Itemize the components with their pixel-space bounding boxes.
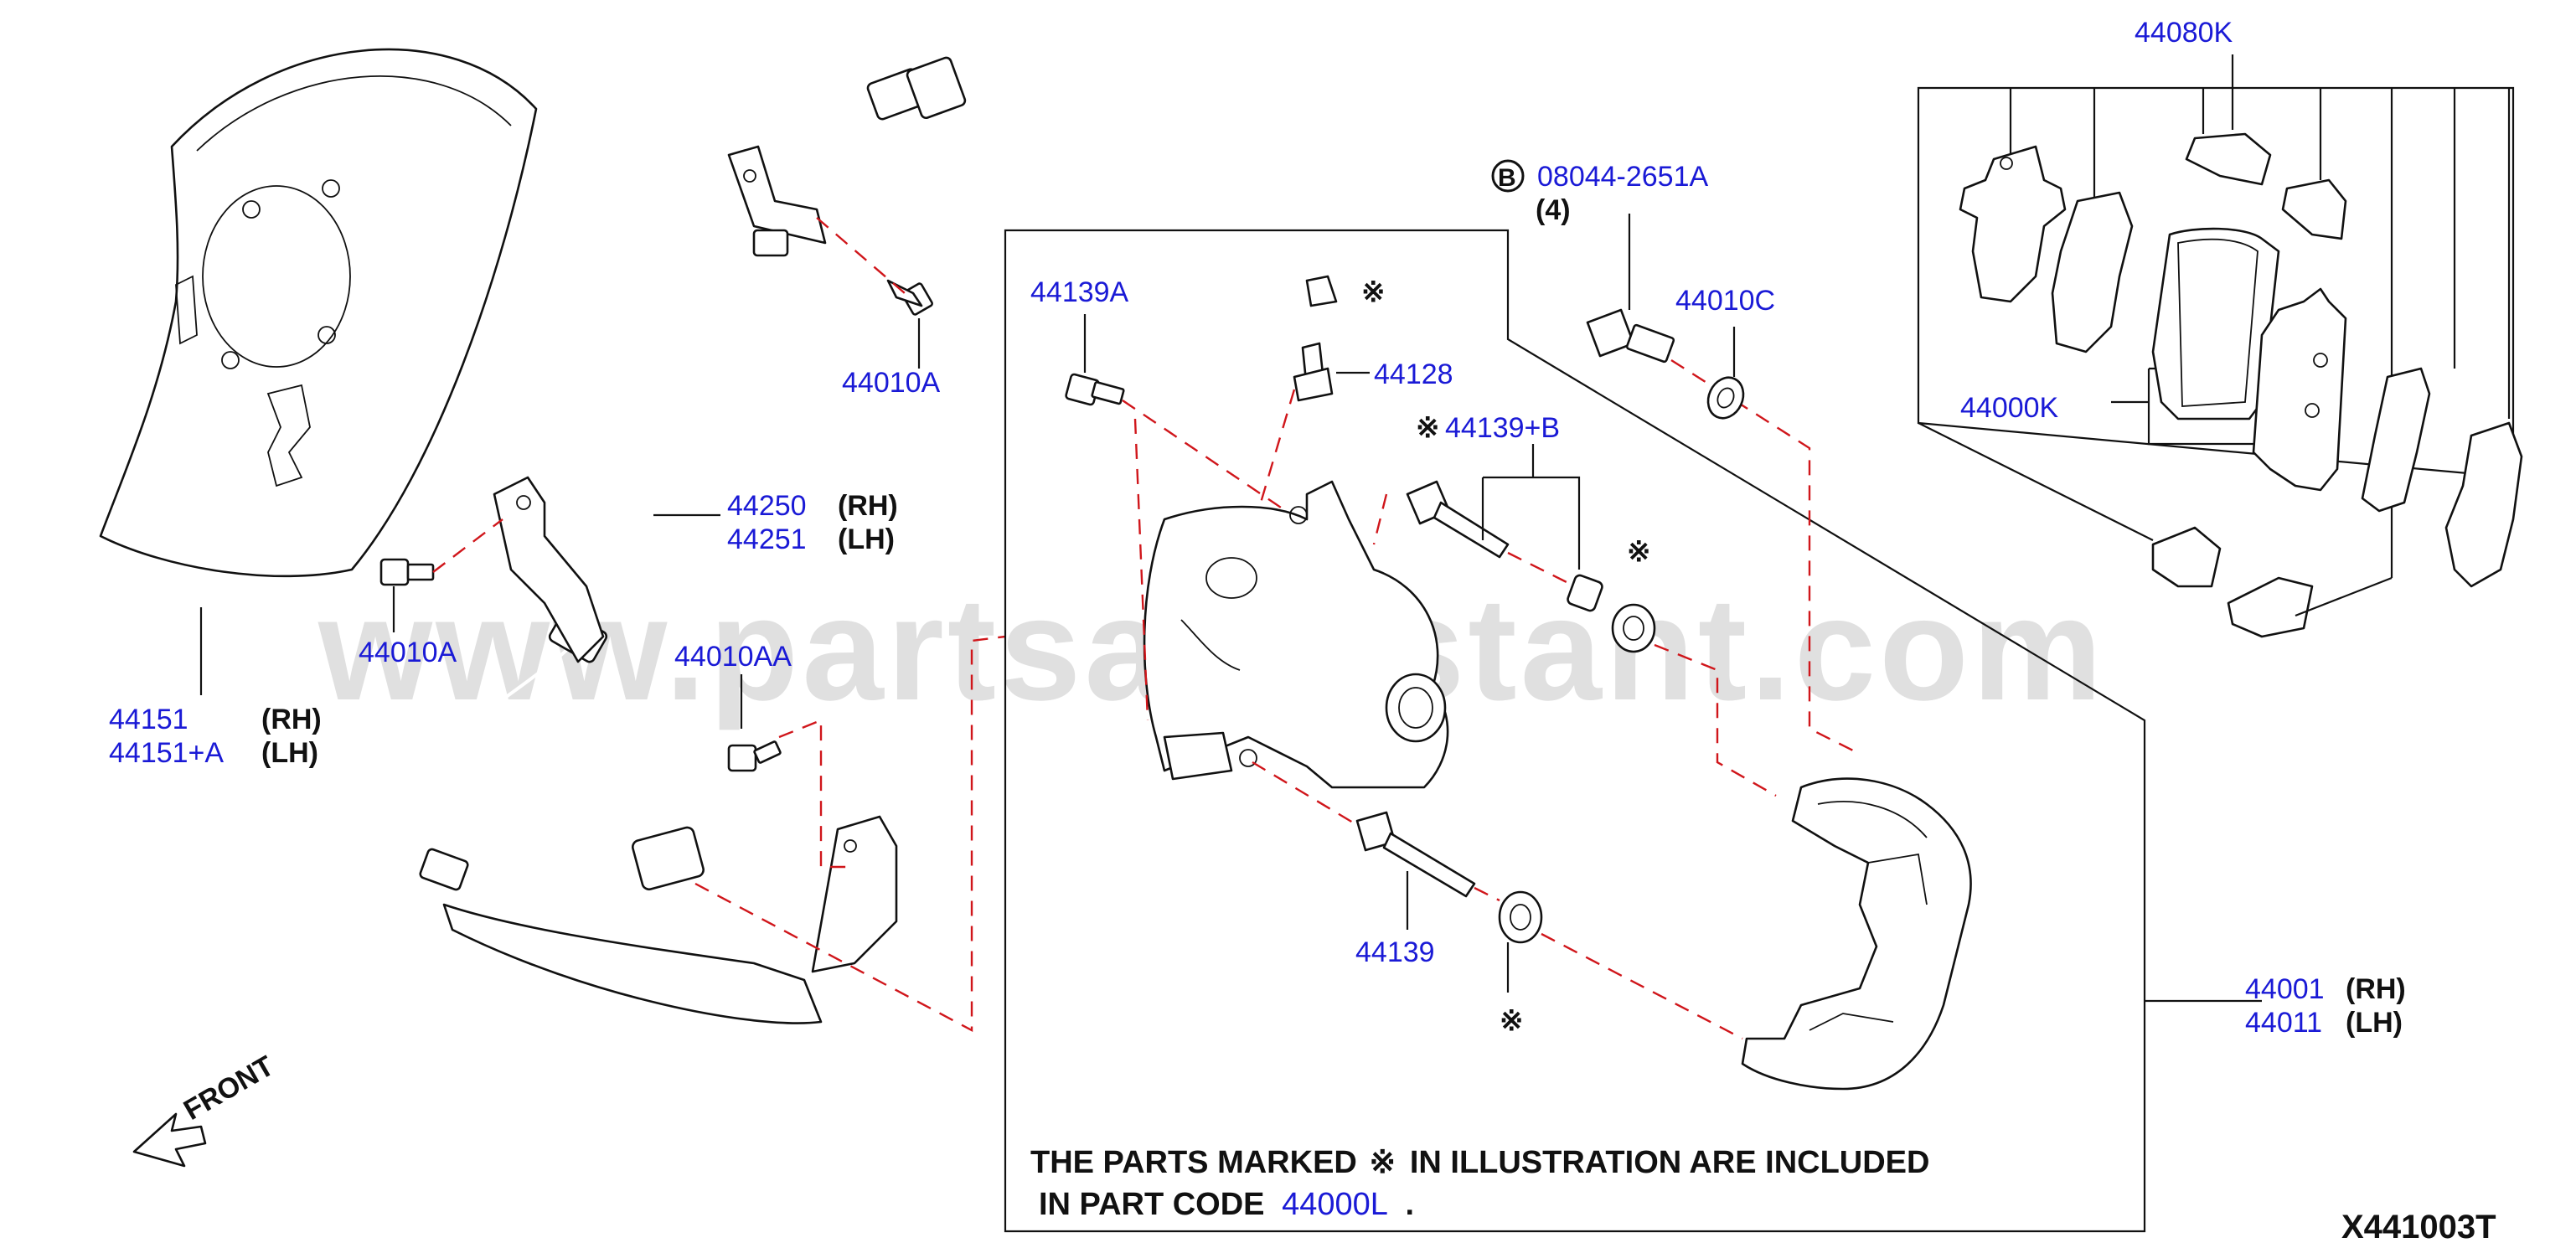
- svg-text:(LH): (LH): [2346, 1007, 2403, 1039]
- shim-inner-left-part[interactable]: [2051, 191, 2134, 353]
- pad-clip-lower-right-part[interactable]: [2227, 576, 2314, 638]
- label-44151-rh[interactable]: 44151 (RH): [109, 704, 322, 735]
- label-08044-qty: (4): [1536, 194, 1571, 226]
- label-44010a-top[interactable]: 44010A: [842, 367, 941, 399]
- label-44000k[interactable]: 44000K: [1960, 392, 2059, 424]
- svg-text:44250: 44250: [727, 490, 807, 522]
- svg-text:44001: 44001: [2245, 973, 2325, 1005]
- brake-pad-outer-part[interactable]: [2151, 227, 2280, 420]
- front-arrow-icon: [132, 1112, 207, 1168]
- guide-pin-44139-part[interactable]: [1355, 811, 1476, 898]
- label-44010a-left[interactable]: 44010A: [359, 637, 457, 668]
- washer-44010c-part[interactable]: [1701, 372, 1749, 424]
- mark-symbol-bushing-upper: ※: [1627, 536, 1651, 568]
- diagram-code: X441003T: [2341, 1209, 2496, 1243]
- label-44139[interactable]: 44139: [1355, 936, 1435, 968]
- label-44250-rh[interactable]: 44250 (RH): [727, 490, 898, 522]
- svg-text:44139+B: 44139+B: [1445, 412, 1560, 444]
- label-44139a[interactable]: 44139A: [1030, 276, 1129, 308]
- svg-text:(LH): (LH): [261, 737, 318, 769]
- svg-text:※: ※: [1416, 412, 1440, 444]
- svg-text:(RH): (RH): [2346, 973, 2406, 1005]
- label-44251-lh[interactable]: 44251 (LH): [727, 524, 895, 555]
- svg-text:44151+A: 44151+A: [109, 737, 224, 769]
- shim-outer-right-part[interactable]: [2361, 367, 2431, 513]
- svg-text:THE PARTS MARKED ※: THE PARTS MARKED ※ IN ILLUSTRATION ARE I…: [1030, 1145, 1929, 1180]
- front-label: FRONT: [178, 1050, 280, 1127]
- bleeder-cap-part[interactable]: [1305, 275, 1338, 307]
- bleeder-screw-part[interactable]: [1293, 342, 1334, 402]
- shim-inner-right-part[interactable]: [2444, 421, 2523, 588]
- mounting-bolt-08044-part[interactable]: [1586, 308, 1675, 364]
- caliper-body-part[interactable]: [1143, 480, 1449, 789]
- svg-text:44011: 44011: [2245, 1007, 2322, 1039]
- guide-bolt-44139a-part[interactable]: [1065, 373, 1125, 406]
- pad-clip-upper-left-part[interactable]: [2185, 132, 2272, 186]
- svg-text:08044-2651A: 08044-2651A: [1537, 161, 1709, 193]
- svg-text:(LH): (LH): [838, 524, 895, 555]
- bolt-44010a-left-part[interactable]: [379, 558, 435, 586]
- pin-bushing-upper-part[interactable]: [1611, 603, 1656, 653]
- bolt-badge-b: B: [1498, 164, 1516, 192]
- pin-boot-upper-part[interactable]: [1567, 574, 1603, 612]
- svg-text:44151: 44151: [109, 704, 188, 735]
- caliper-bracket-part[interactable]: [1741, 777, 1972, 1091]
- label-44001-rh[interactable]: 44001 (RH): [2245, 973, 2406, 1005]
- pad-clip-lower-left-part[interactable]: [2151, 526, 2222, 588]
- svg-text:(RH): (RH): [838, 490, 898, 522]
- dust-shield-part[interactable]: [99, 48, 538, 578]
- label-44151a-lh[interactable]: 44151+A (LH): [109, 737, 318, 769]
- label-08044-2651a[interactable]: B 08044-2651A: [1491, 159, 1709, 193]
- label-44128[interactable]: 44128: [1374, 358, 1453, 390]
- brake-pad-inner-part[interactable]: [2252, 287, 2347, 492]
- caliper-box-frame: [1004, 229, 2146, 1233]
- guide-pin-44139b-part[interactable]: [1406, 480, 1510, 559]
- wheel-speed-sensor-part[interactable]: [387, 56, 967, 1024]
- label-44080k[interactable]: 44080K: [2135, 17, 2233, 49]
- label-44139b[interactable]: ※ 44139+B: [1416, 412, 1560, 444]
- label-44010aa[interactable]: 44010AA: [674, 641, 792, 673]
- parts-note: THE PARTS MARKED ※ IN ILLUSTRATION ARE I…: [1030, 1145, 1929, 1222]
- svg-text:IN PART CODE 44000L: IN PART CODE 44000L .: [1039, 1187, 1414, 1222]
- mark-symbol-cap: ※: [1361, 276, 1386, 308]
- label-44011-lh[interactable]: 44011 (LH): [2245, 1007, 2403, 1039]
- shim-outer-left-part[interactable]: [1959, 145, 2067, 303]
- pad-clip-upper-right-part[interactable]: [2281, 178, 2347, 240]
- svg-text:44251: 44251: [727, 524, 807, 555]
- mark-symbol-bushing-lower: ※: [1500, 1005, 1524, 1037]
- bolt-44010aa-part[interactable]: [727, 740, 782, 772]
- pin-bushing-lower-part[interactable]: [1498, 890, 1543, 944]
- svg-text:(RH): (RH): [261, 704, 322, 735]
- label-44010c[interactable]: 44010C: [1675, 285, 1775, 317]
